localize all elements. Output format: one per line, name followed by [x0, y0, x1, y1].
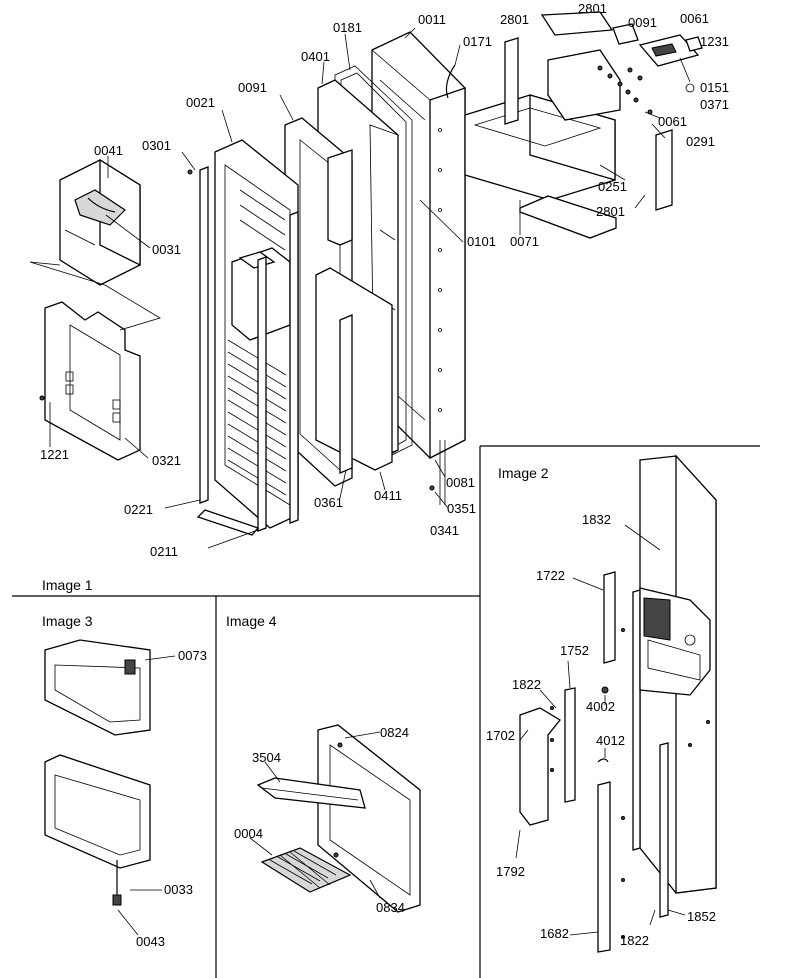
label-0151: 0151 [700, 80, 729, 95]
label-3504: 3504 [252, 750, 281, 765]
label-2801-top-left: 2801 [500, 12, 529, 27]
label-0061-top: 0061 [680, 11, 709, 26]
label-0011: 0011 [418, 12, 446, 27]
label-0041: 0041 [94, 143, 123, 158]
label-0091: 0091 [238, 80, 267, 95]
label-0301: 0301 [142, 138, 171, 153]
label-2801: 2801 [596, 204, 625, 219]
label-0004: 0004 [234, 826, 263, 841]
label-0043: 0043 [136, 934, 165, 949]
switch-assembly [638, 34, 703, 93]
image3-duct-parts: 0073 0033 0043 [44, 639, 207, 949]
label-0221: 0221 [124, 502, 153, 517]
label-0291: 0291 [686, 134, 715, 149]
label-0031: 0031 [152, 242, 181, 257]
label-4012: 4012 [596, 733, 625, 748]
label-0361: 0361 [314, 495, 343, 510]
small-block [612, 23, 639, 45]
label-0411: 0411 [374, 488, 402, 503]
image2-dispenser-trim: 1832 1722 1752 1822 4002 4012 1702 1792 … [486, 454, 717, 953]
image4-title: Image 4 [226, 613, 277, 629]
label-0071: 0071 [510, 234, 539, 249]
vertical-trim [339, 314, 353, 474]
bin-panel [44, 301, 141, 461]
label-0351: 0351 [447, 501, 476, 516]
top-channel [327, 149, 353, 246]
insulation-panel [315, 267, 393, 471]
door-liner-shelves [214, 139, 299, 529]
label-0171: 0171 [463, 34, 492, 49]
label-4002: 4002 [586, 699, 615, 714]
image1-title: Image 1 [42, 577, 93, 593]
side-rails [196, 166, 299, 536]
image1-door-assembly: 0011 0181 0171 2801 2801 0091 0061 1231 … [29, 1, 729, 559]
label-0341: 0341 [430, 523, 459, 538]
label-1792: 1792 [496, 864, 525, 879]
image1-leaders [49, 27, 691, 549]
label-1221: 1221 [40, 447, 69, 462]
label-2801-top: 2801 [578, 1, 607, 16]
right-foam-block [655, 129, 673, 211]
label-0824: 0824 [380, 725, 409, 740]
label-0401: 0401 [301, 49, 330, 64]
label-0211: 0211 [150, 544, 178, 559]
image2-title: Image 2 [498, 465, 549, 481]
label-1822-upper: 1822 [512, 677, 541, 692]
label-1832: 1832 [582, 512, 611, 527]
image3-title: Image 3 [42, 613, 93, 629]
label-0371: 0371 [700, 97, 729, 112]
label-0061: 0061 [658, 114, 687, 129]
label-1722: 1722 [536, 568, 565, 583]
label-0073: 0073 [178, 648, 207, 663]
section-dividers [12, 445, 760, 978]
screws [39, 65, 653, 491]
label-0101: 0101 [467, 234, 496, 249]
label-0081: 0081 [446, 475, 475, 490]
label-0251: 0251 [598, 179, 627, 194]
image4-drip-tray: 0824 3504 0004 0834 [234, 724, 421, 915]
label-0321: 0321 [152, 453, 181, 468]
label-1702: 1702 [486, 728, 515, 743]
label-0033: 0033 [164, 882, 193, 897]
label-0021: 0021 [186, 95, 215, 110]
top-cover-panel [540, 11, 614, 36]
left-foam-block [504, 37, 519, 125]
label-0091-top: 0091 [628, 15, 657, 30]
label-1852: 1852 [687, 909, 716, 924]
label-1752: 1752 [560, 643, 589, 658]
dispenser-housing [464, 49, 621, 239]
label-1682: 1682 [540, 926, 569, 941]
ice-chute-assembly [59, 158, 141, 286]
label-0181: 0181 [333, 20, 362, 35]
label-1231: 1231 [700, 34, 729, 49]
label-0834: 0834 [376, 900, 405, 915]
label-1822-lower: 1822 [620, 933, 649, 948]
